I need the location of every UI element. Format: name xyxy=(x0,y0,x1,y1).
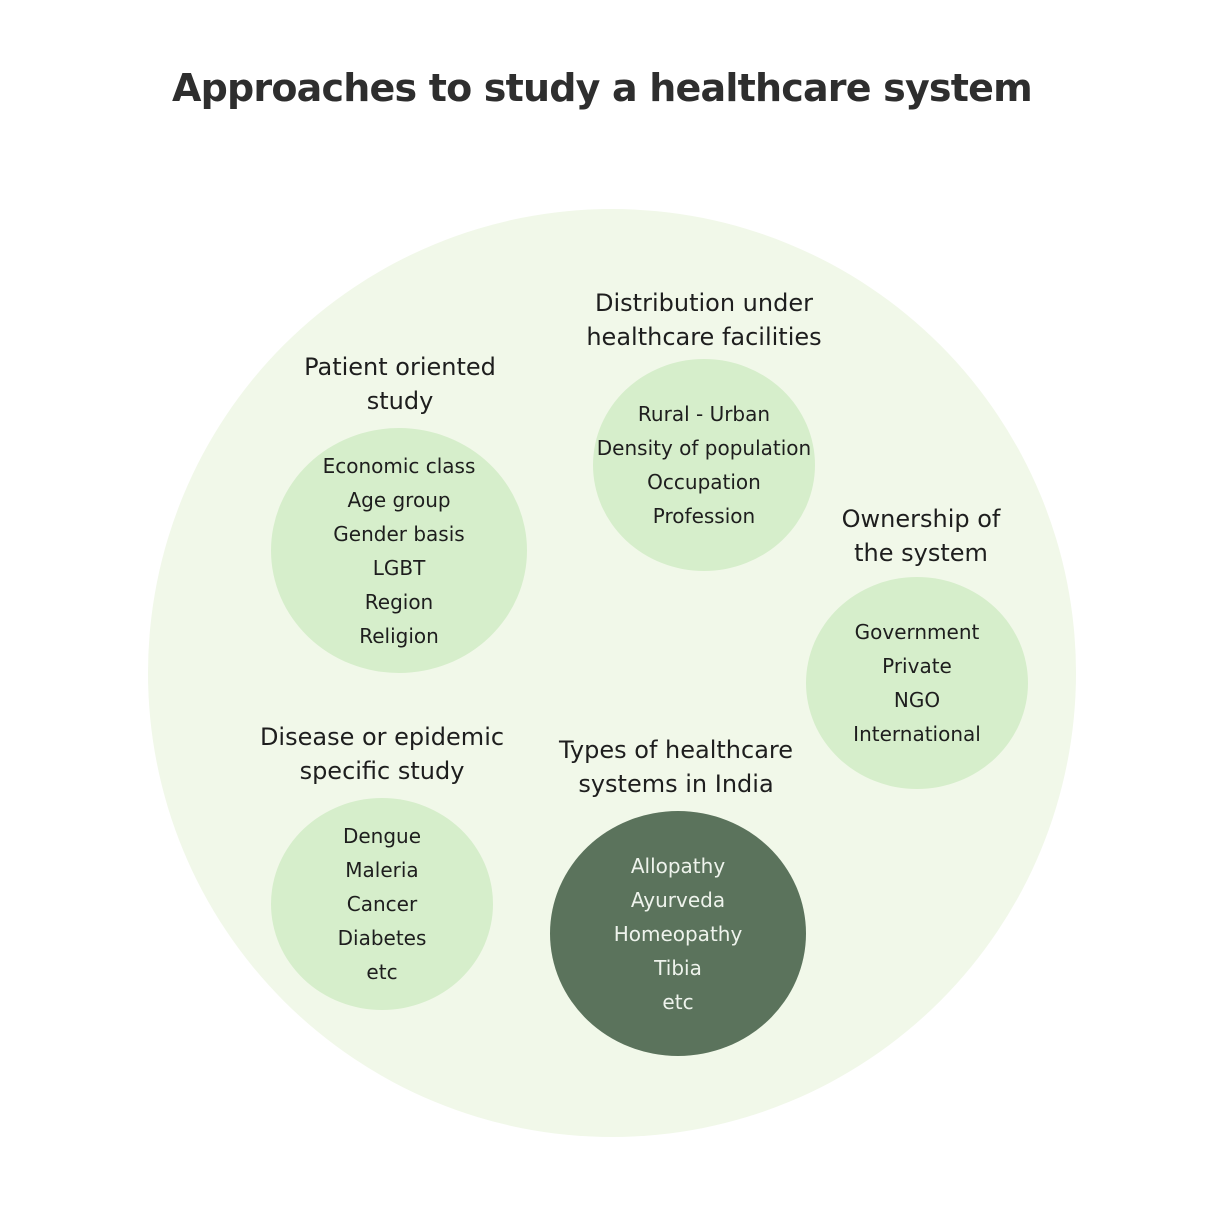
bubble-item: Private xyxy=(882,654,952,678)
bubble-item: Cancer xyxy=(346,892,418,916)
heading-line: the system xyxy=(854,539,988,567)
distribution-bubble: Rural - Urban Density of population Occu… xyxy=(593,359,815,571)
ownership-bubble: Government Private NGO International xyxy=(806,577,1028,789)
heading-line: Ownership of xyxy=(841,505,1001,533)
bubble-item: Occupation xyxy=(647,470,761,494)
heading-line: study xyxy=(366,387,434,415)
heading-line: Types of healthcare xyxy=(559,736,793,764)
distribution-heading: Distribution under healthcare facilities xyxy=(586,286,821,354)
bubble-item: etc xyxy=(662,989,694,1014)
types-bubble: Allopathy Ayurveda Homeopathy Tibia etc xyxy=(550,811,806,1056)
bubble-item: Allopathy xyxy=(630,853,726,878)
bubble-item: NGO xyxy=(893,688,941,712)
ownership-heading: Ownership of the system xyxy=(842,502,1001,570)
heading-line: specific study xyxy=(299,757,465,785)
types-heading: Types of healthcare systems in India xyxy=(559,733,793,801)
patient-study-bubble: Economic class Age group Gender basis LG… xyxy=(271,428,527,673)
heading-line: Patient oriented xyxy=(304,353,496,381)
bubble-item: Rural - Urban xyxy=(637,402,771,426)
bubble-item: LGBT xyxy=(372,555,426,580)
bubble-item: International xyxy=(853,722,981,746)
bubble-item: Homeopathy xyxy=(613,921,743,946)
bubble-item: Density of population xyxy=(596,436,812,460)
bubble-item: Tibia xyxy=(654,955,702,980)
disease-study-bubble: Dengue Maleria Cancer Diabetes etc xyxy=(271,798,493,1010)
bubble-item: Age group xyxy=(347,487,451,512)
bubble-item: Economic class xyxy=(322,453,476,478)
patient-study-heading: Patient oriented study xyxy=(304,350,496,418)
heading-line: Distribution under xyxy=(595,289,813,317)
heading-line: systems in India xyxy=(578,770,774,798)
bubble-item: Ayurveda xyxy=(630,887,726,912)
heading-line: Disease or epidemic xyxy=(259,723,505,751)
bubble-item: Region xyxy=(364,589,434,614)
bubble-item: Diabetes xyxy=(337,926,427,950)
bubble-item: etc xyxy=(366,960,398,984)
bubble-item: Religion xyxy=(359,623,439,648)
disease-study-heading: Disease or epidemic specific study xyxy=(260,720,504,788)
bubble-item: Profession xyxy=(652,504,756,528)
heading-line: healthcare facilities xyxy=(586,323,822,351)
bubble-item: Government xyxy=(854,620,980,644)
bubble-item: Gender basis xyxy=(333,521,465,546)
page-title: Approaches to study a healthcare system xyxy=(172,66,1033,110)
bubble-item: Dengue xyxy=(342,824,422,848)
bubble-item: Maleria xyxy=(345,858,419,882)
